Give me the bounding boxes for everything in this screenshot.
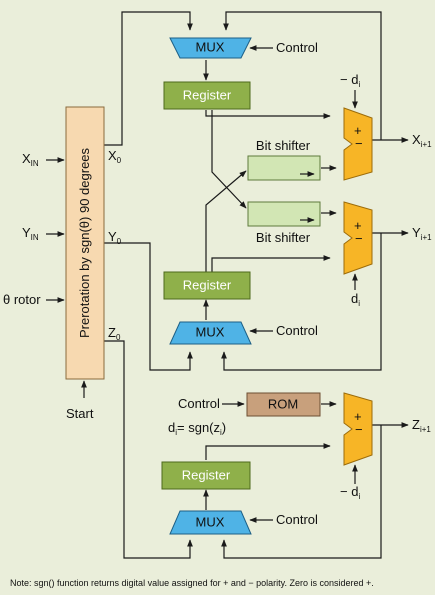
middle-mux xyxy=(169,321,252,345)
middle-register-label: Register xyxy=(183,277,232,292)
y-in-label: YIN xyxy=(22,225,39,242)
bottom-register-label: Register xyxy=(182,467,231,482)
top-register-label: Register xyxy=(183,87,232,102)
lower-bit-shifter xyxy=(247,201,321,227)
x-minus-di-label: − di xyxy=(340,72,360,89)
x-out-label: Xi+1 xyxy=(412,132,432,149)
middle-mux-label: MUX xyxy=(196,324,225,339)
lower-bit-shifter-label: Bit shifter xyxy=(256,230,311,245)
z-adder-subtractor xyxy=(343,392,373,466)
y-out-label: Yi+1 xyxy=(412,225,432,242)
z-adder-minus: − xyxy=(355,422,363,437)
x-adder-minus: − xyxy=(355,136,363,151)
y0-label: Y0 xyxy=(108,229,122,246)
di-equation-label: di= sgn(zi) xyxy=(168,420,226,437)
upper-bit-shifter xyxy=(247,155,321,181)
bottom-mux-label: MUX xyxy=(196,514,225,529)
bottom-control-label: Control xyxy=(276,512,318,527)
y-adder-subtractor xyxy=(343,201,373,275)
rom-control-label: Control xyxy=(178,396,220,411)
top-control-label: Control xyxy=(276,40,318,55)
start-label: Start xyxy=(66,406,94,421)
x-adder-plus: + xyxy=(354,123,362,138)
top-mux-label: MUX xyxy=(196,39,225,54)
x0-label: X0 xyxy=(108,148,122,165)
top-register xyxy=(163,81,251,110)
y-adder-plus: + xyxy=(354,218,362,233)
y-adder-minus: − xyxy=(355,231,363,246)
x-adder-subtractor xyxy=(343,107,373,181)
x-in-label: XIN xyxy=(22,151,39,168)
rom-block xyxy=(246,392,321,417)
wires xyxy=(46,11,409,559)
top-mux xyxy=(169,37,252,59)
rom-label: ROM xyxy=(268,396,298,411)
prerotation-label: Prerotation by sgn(θ) 90 degrees xyxy=(77,147,92,338)
bottom-register xyxy=(161,461,251,490)
y-di-label: di xyxy=(351,291,360,308)
middle-control-label: Control xyxy=(276,323,318,338)
middle-register xyxy=(163,271,251,300)
z0-label: Z0 xyxy=(108,325,121,342)
prerotation-block xyxy=(65,106,105,380)
footnote: Note: sgn() function returns digital val… xyxy=(10,578,374,588)
z-minus-di-label: − di xyxy=(340,484,360,501)
z-adder-plus: + xyxy=(354,409,362,424)
bottom-mux xyxy=(169,510,252,535)
upper-bit-shifter-label: Bit shifter xyxy=(256,138,311,153)
theta-rotor-label: θ rotor xyxy=(3,292,41,307)
z-out-label: Zi+1 xyxy=(412,417,431,434)
